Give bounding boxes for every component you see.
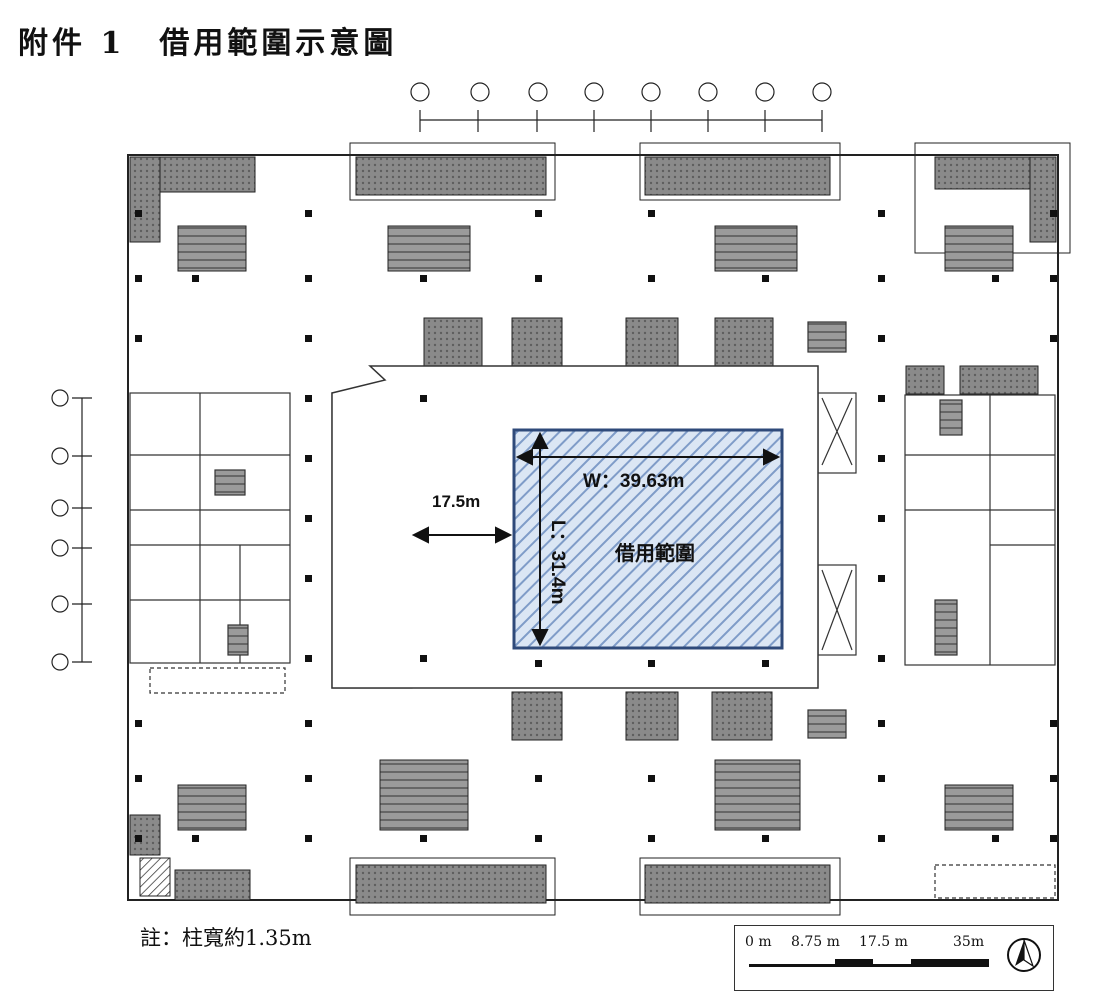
right-rooms	[807, 321, 1056, 899]
page-title: 附件 1 借用範圍示意圖	[18, 26, 398, 61]
top-grid-dimension	[410, 82, 832, 132]
column-width-note: 註：柱寬約1.35m	[140, 926, 312, 950]
building-outline	[127, 142, 1071, 916]
scale-label-3: 35m	[953, 934, 985, 950]
offset-label: 17.5m	[432, 492, 480, 511]
length-label: L：31.4m	[547, 520, 568, 604]
borrow-area: 借用範圍	[512, 428, 784, 650]
north-arrow-icon	[1007, 938, 1041, 972]
left-rooms	[129, 392, 291, 694]
borrow-area-label: 借用範圍	[614, 541, 695, 565]
columns	[135, 210, 1057, 842]
borrow-area-rect	[512, 428, 784, 650]
left-grid-dimension	[51, 389, 92, 671]
scale-label-1: 8.75 m	[791, 934, 840, 950]
scale-label-0: 0 m	[745, 934, 772, 950]
scale-segment-1	[835, 959, 873, 967]
core-blocks	[129, 156, 1057, 904]
scale-bar: 0 m 8.75 m 17.5 m 35m	[734, 925, 1054, 991]
width-label: W：39.63m	[583, 471, 684, 492]
scale-label-2: 17.5 m	[859, 934, 908, 950]
scale-segment-2	[911, 959, 989, 967]
dimension-arrows	[411, 431, 781, 647]
